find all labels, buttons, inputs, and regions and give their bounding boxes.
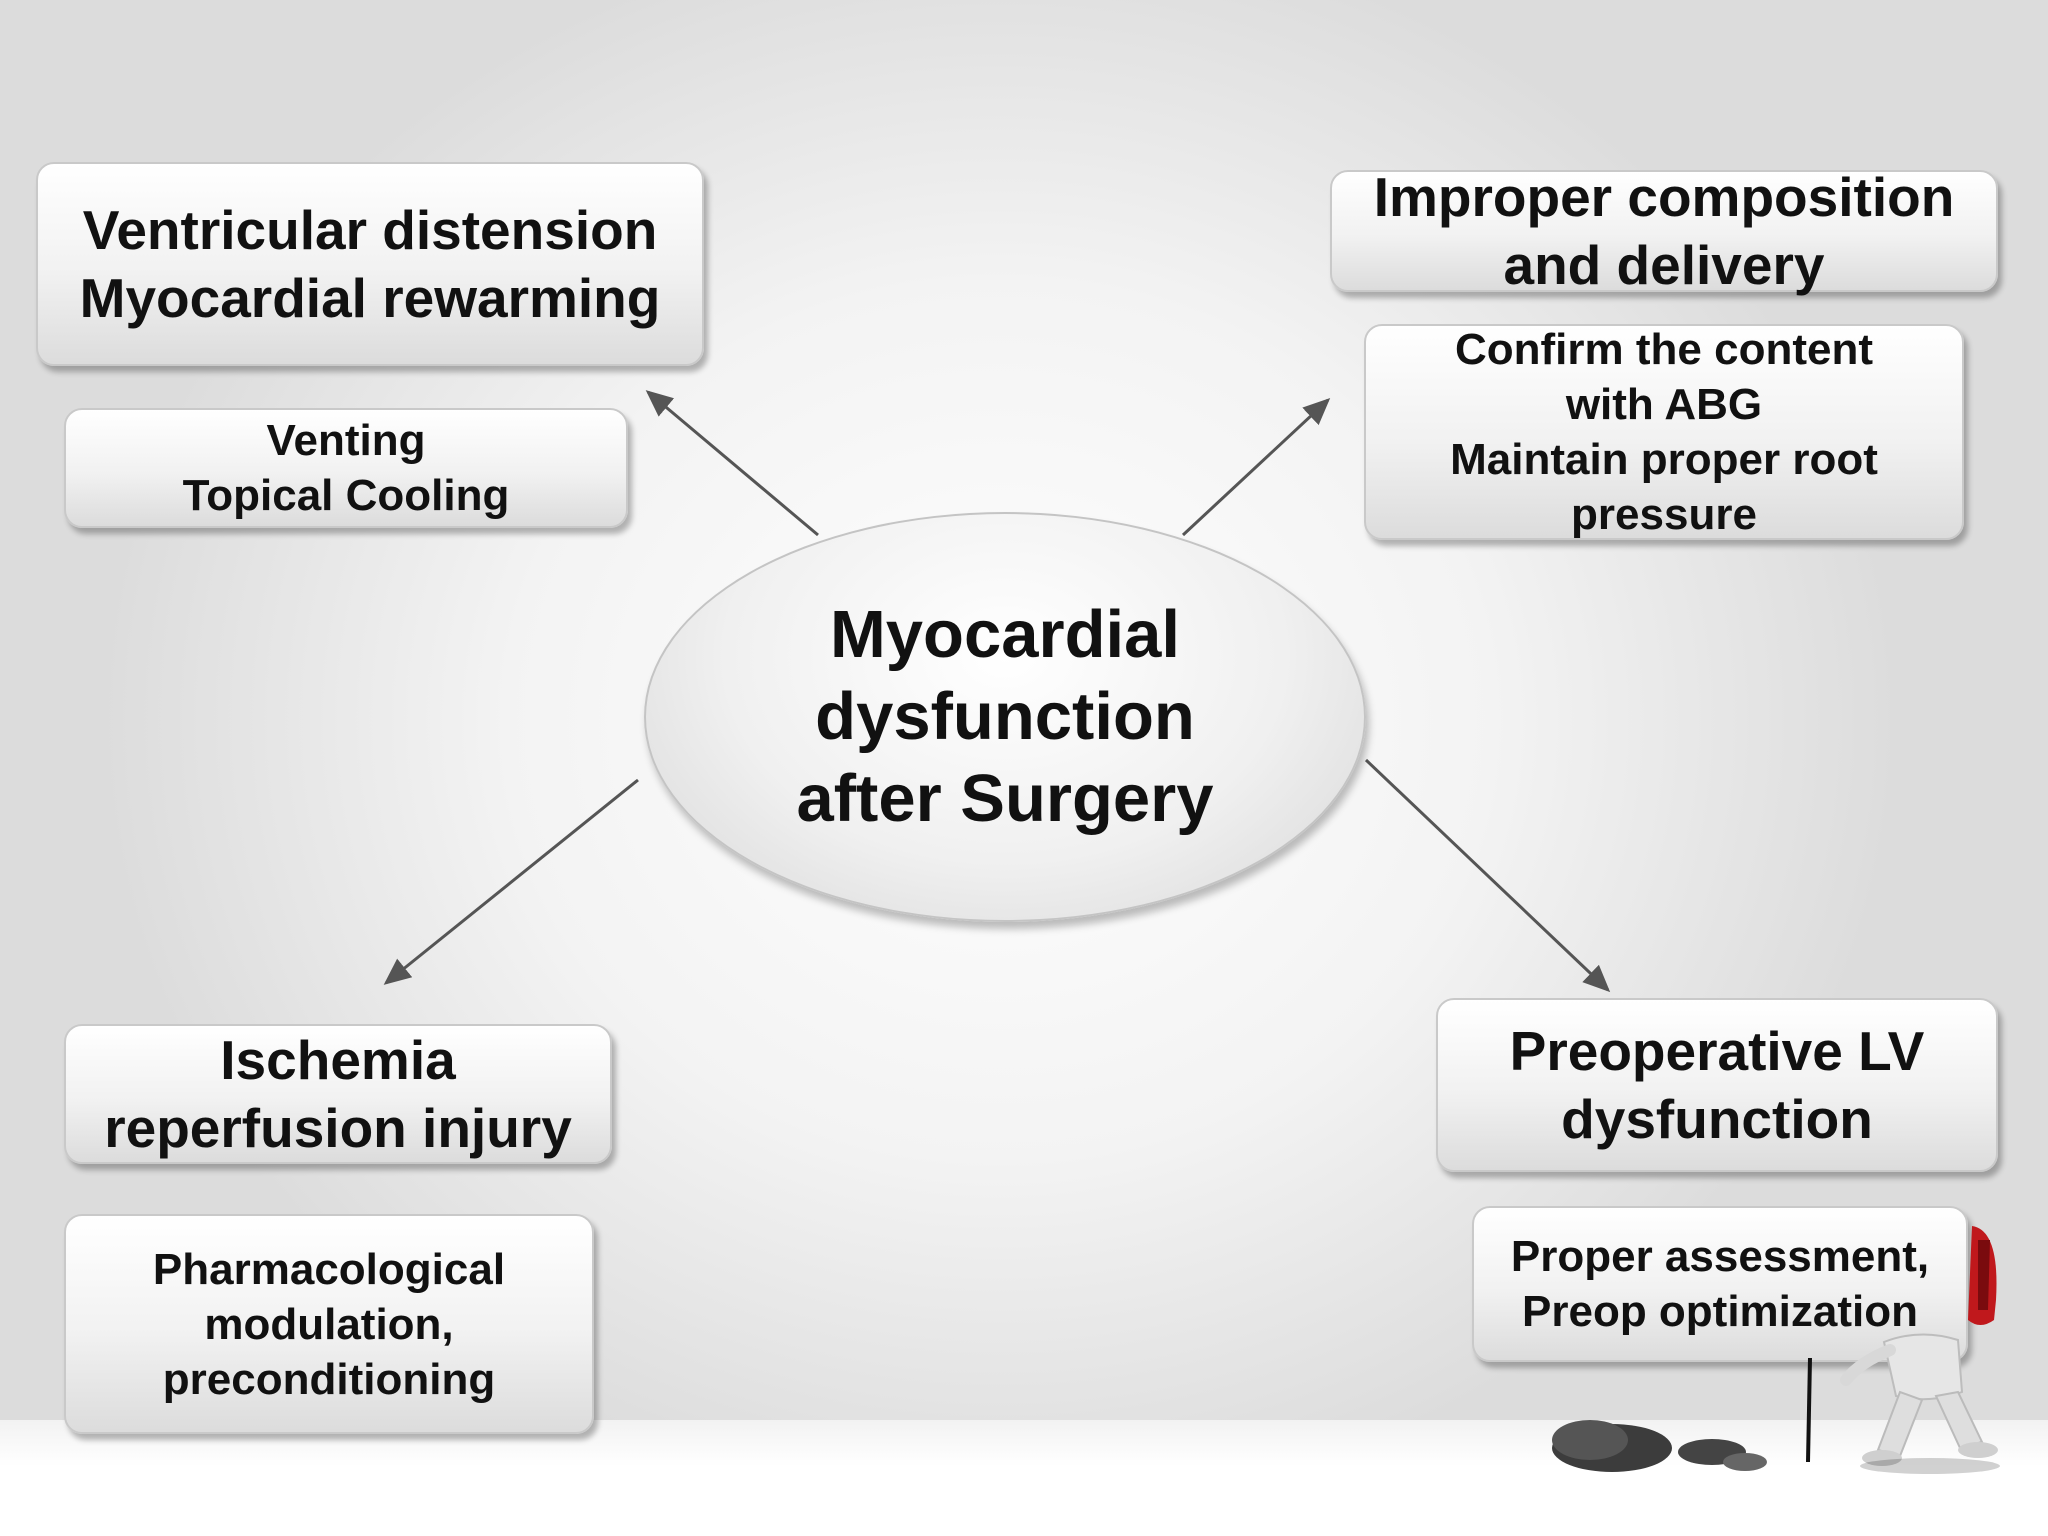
remedy-line: Pharmacological [152,1244,506,1294]
arrow-to-top-left [645,390,819,537]
bottom-right-remedy-box: Proper assessment, Preop optimization [1472,1206,1968,1362]
remedy-line: with ABG [1565,380,1763,429]
cause-line: Ventricular distension [82,199,658,261]
remedy-line: pressure [1571,490,1757,539]
bottom-right-cause-box: Preoperative LV dysfunction [1436,998,1998,1172]
remedy-line: Confirm the content [1455,325,1873,374]
cause-line: Preoperative LV [1509,1020,1925,1082]
remedy-line: Venting [266,416,426,465]
cause-line: Myocardial rewarming [79,267,661,329]
bottom-left-remedy-box: Pharmacological modulation, precondition… [64,1214,594,1434]
cause-line: Improper composition [1373,166,1955,228]
center-topic-ellipse: Myocardial dysfunction after Surgery [644,512,1366,922]
remedy-line: Proper assessment, [1510,1232,1930,1281]
remedy-line: Topical Cooling [182,471,510,520]
cause-line: Ischemia [220,1029,456,1091]
rocks-icon [1552,1420,1767,1472]
top-right-remedy-box: Confirm the content with ABG Maintain pr… [1364,324,1964,540]
cause-line: and delivery [1503,234,1825,296]
center-line: Myocardial [829,597,1181,672]
center-line: dysfunction [815,679,1195,754]
center-line: after Surgery [796,761,1214,836]
cause-line: dysfunction [1561,1088,1873,1150]
arrow-to-bottom-right [1364,758,1611,993]
remedy-line: Preop optimization [1522,1287,1918,1336]
arrow-to-top-right [1181,397,1331,537]
remedy-line: Maintain proper root [1450,435,1878,484]
walking-figure-icon [1806,1226,2000,1474]
remedy-line: modulation, [204,1299,454,1349]
bottom-left-cause-box: Ischemia reperfusion injury [64,1024,612,1164]
top-right-cause-box: Improper composition and delivery [1330,166,1998,296]
cause-line: reperfusion injury [104,1097,572,1159]
top-left-cause-box: Ventricular distension Myocardial rewarm… [36,162,704,366]
remedy-line: preconditioning [162,1354,496,1404]
top-left-remedy-box: Venting Topical Cooling [64,408,628,528]
arrow-to-bottom-left [383,778,639,985]
